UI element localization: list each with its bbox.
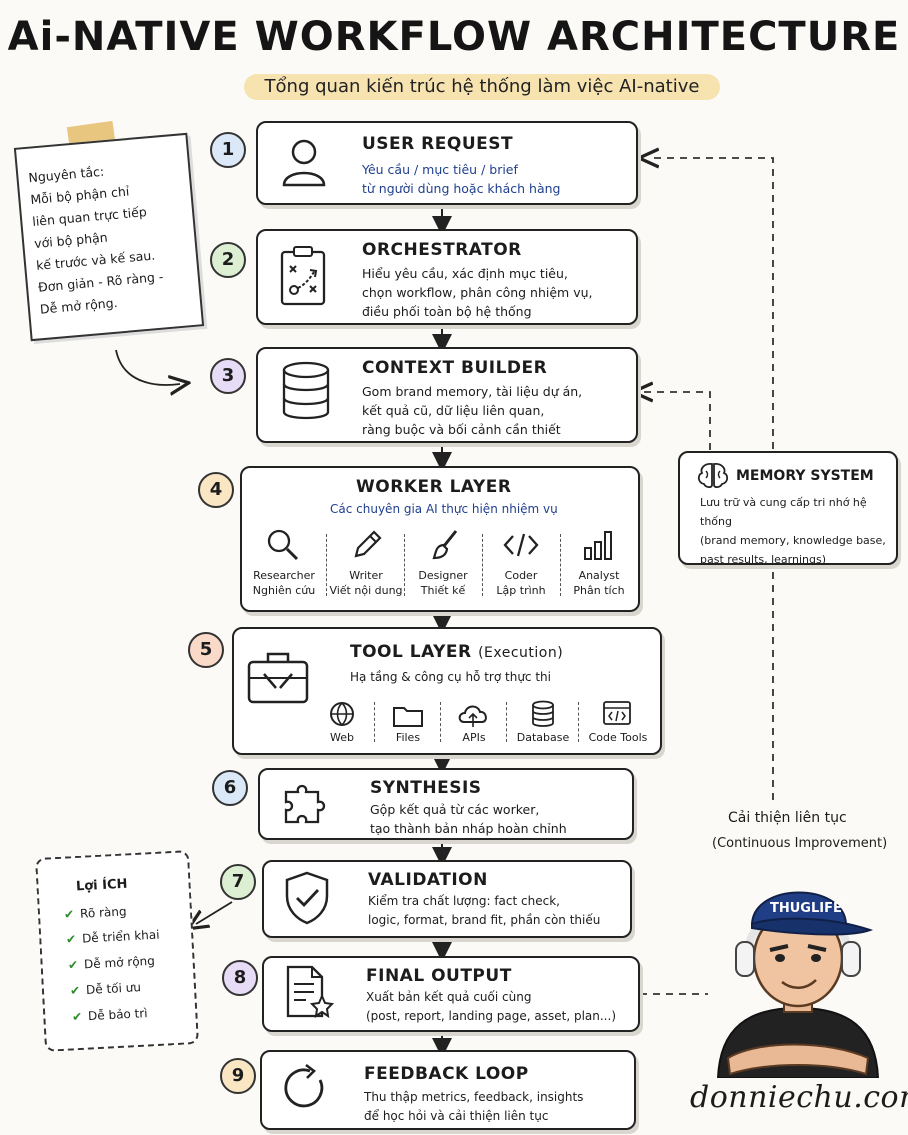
subtitle-banner: Tổng quan kiến trúc hệ thống làm việc AI… [244, 74, 720, 100]
step-number-2: 2 [210, 242, 246, 278]
step-number-9: 9 [220, 1058, 256, 1094]
step-number-6: 6 [212, 770, 248, 806]
step-synthesis [258, 768, 634, 840]
magnifier-icon [267, 529, 299, 561]
feedback-dashed-arrow [648, 158, 774, 800]
step-number-1: 1 [210, 132, 246, 168]
memory-desc: Lưu trữ và cung cấp tri nhớ hệ thống (br… [700, 496, 886, 566]
step-orchestrator [256, 229, 638, 325]
step-worker-layer [240, 466, 640, 612]
brush-icon [432, 530, 458, 560]
memory-dashed-arrow [642, 392, 711, 450]
step-title: CONTEXT BUILDER [362, 358, 548, 378]
bar-chart-icon [584, 531, 612, 560]
step-title: WORKER LAYER [356, 477, 512, 497]
brain-icon [697, 463, 729, 489]
database-icon [532, 700, 554, 727]
mascot-cap-text: THUGLIFE [770, 901, 842, 916]
tool-database: Database [516, 731, 570, 744]
step-desc: Thu thập metrics, feedback, insights để … [364, 1090, 584, 1123]
step-number-8: 8 [222, 960, 258, 996]
database-icon [282, 361, 330, 420]
step-desc: Các chuyên gia AI thực hiện nhiệm vụ [330, 502, 558, 516]
step-desc: Hạ tầng & công cụ hỗ trợ thực thi [350, 670, 551, 684]
clipboard-plan-icon [280, 246, 326, 306]
step-user-request [256, 121, 638, 205]
step-validation [262, 860, 632, 938]
pencil-icon [354, 530, 382, 558]
step-tool-layer [232, 627, 662, 755]
puzzle-icon [284, 784, 326, 824]
step-title: SYNTHESIS [370, 778, 482, 798]
principle-note-text: Nguyên tắc: Mỗi bộ phận chỉ liên quan tr… [27, 163, 164, 317]
toolbox-icon [247, 652, 309, 704]
step-desc: Gộp kết quả từ các worker, tạo thành bản… [370, 802, 567, 836]
step-desc: Kiểm tra chất lượng: fact check, logic, … [368, 894, 601, 927]
step-title: ORCHESTRATOR [362, 240, 522, 260]
step-title: FEEDBACK LOOP [364, 1064, 529, 1084]
shield-check-icon [285, 871, 329, 925]
page-subtitle: Tổng quan kiến trúc hệ thống làm việc AI… [264, 76, 700, 97]
step-title: FINAL OUTPUT [366, 966, 512, 986]
user-icon [282, 139, 326, 187]
document-star-icon [286, 965, 335, 1019]
memory-title: MEMORY SYSTEM [736, 468, 874, 484]
tool-code-tools: Code Tools [588, 731, 648, 744]
note-arrow [115, 349, 180, 385]
step-context-builder [256, 347, 638, 443]
continuous-improvement-en: (Continuous Improvement) [712, 836, 888, 851]
code-icon [503, 533, 539, 557]
brand-signature: donniechu.com [690, 1080, 908, 1115]
step-number-3: 3 [210, 358, 246, 394]
step-final-output [262, 956, 640, 1032]
step-title: USER REQUEST [362, 134, 514, 154]
tool-apis: APIs [462, 731, 486, 744]
code-window-icon [603, 701, 631, 725]
mascot-illustration: DC THUGLIFE [716, 891, 880, 1078]
step-desc: Xuất bản kết quả cuối cùng (post, report… [366, 990, 616, 1023]
globe-icon [330, 702, 354, 726]
continuous-improvement-label: Cải thiện liên tục [728, 810, 847, 826]
step-desc: Hiểu yêu cầu, xác định mục tiêu, chọn wo… [362, 266, 593, 319]
tool-files: Files [395, 731, 421, 744]
benefits-arrow [196, 901, 233, 924]
step-number-7: 7 [220, 864, 256, 900]
step-number-5: 5 [188, 632, 224, 668]
step-title: TOOL LAYER (Execution) [350, 642, 564, 662]
refresh-icon [284, 1063, 324, 1108]
folder-icon [393, 707, 423, 727]
cloud-api-icon [458, 705, 487, 727]
step-number-4: 4 [198, 472, 234, 508]
step-title: VALIDATION [368, 870, 488, 890]
benefits-title: Lợi ÍCH [75, 876, 128, 895]
page-title: Ai-NATIVE WORKFLOW ARCHITECTURE [7, 14, 901, 60]
step-desc: Yêu cầu / mục tiêu / brief từ người dùng… [362, 162, 561, 196]
tool-web: Web [330, 731, 354, 744]
step-desc: Gom brand memory, tài liệu dự án, kết qu… [362, 384, 583, 437]
